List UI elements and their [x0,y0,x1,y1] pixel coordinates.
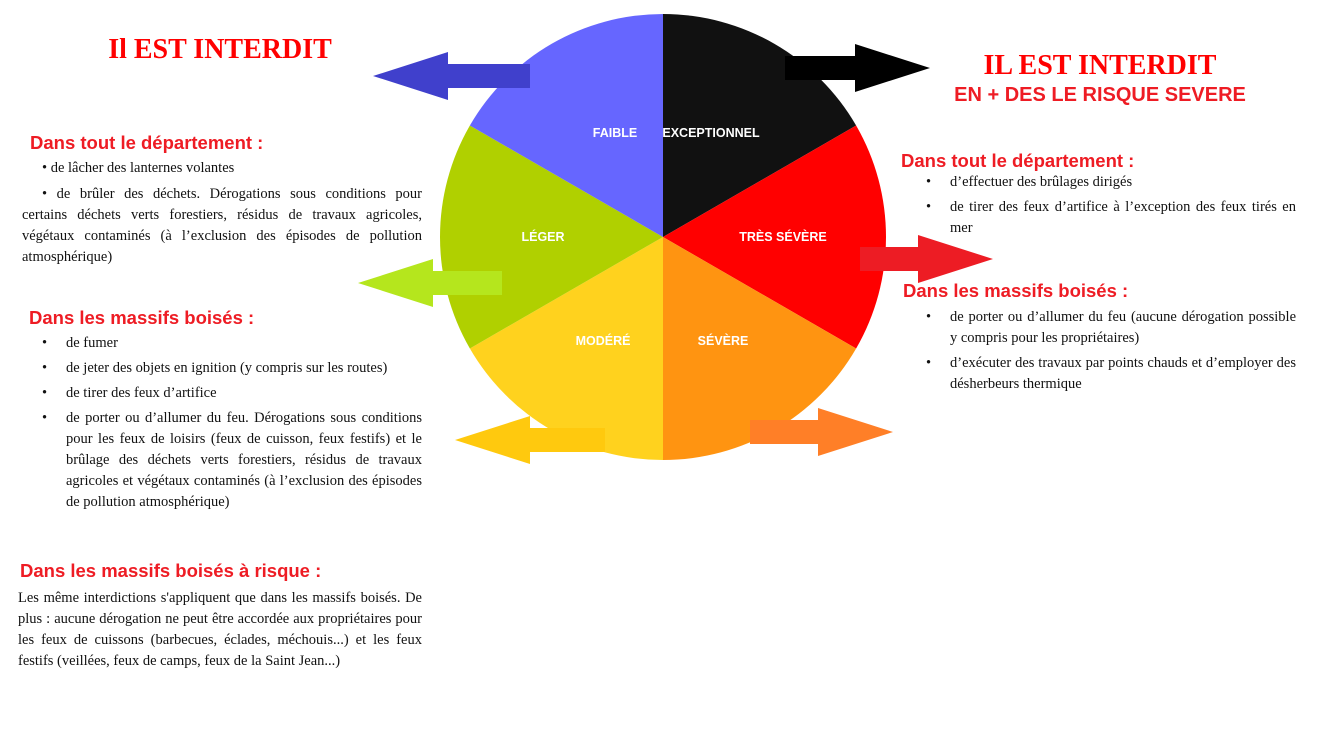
slice-label: LÉGER [521,229,564,244]
slice-1 [663,125,886,349]
slice-3 [469,237,663,460]
left-s3-text: Les même interdictions s'appliquent que … [18,590,422,669]
slice-2 [663,237,857,460]
left-s1-item-1: • de lâcher des lanternes volantes [42,160,235,176]
list-item: d’effectuer des brûlages dirigés [926,172,1296,193]
arrow-icon [750,408,893,456]
slice-label: TRÈS SÉVÈRE [739,229,827,244]
left-section-1-heading: Dans tout le département : [30,132,264,153]
slice-label: SÉVÈRE [698,333,749,348]
left-s1-item-2: • de brûler des déchets. Dérogations sou… [22,186,423,265]
list-item: de jeter des objets en ignition (y compr… [42,358,422,379]
list-item: de porter ou d’allumer du feu. Dérogatio… [42,408,422,513]
right-title: IL EST INTERDIT [983,50,1217,81]
arrow-icon [455,416,605,464]
slice-label: FAIBLE [593,126,637,140]
list-item: de tirer des feux d’artifice [42,383,422,404]
right-subtitle: EN + DES LE RISQUE SEVERE [954,84,1246,106]
left-section-2-heading: Dans les massifs boisés : [29,307,255,328]
slice-label: MODÉRÉ [576,333,631,348]
right-s1-list: d’effectuer des brûlages dirigés de tire… [926,172,1296,243]
list-item: de fumer [42,333,422,354]
left-section-3-heading: Dans les massifs boisés à risque : [20,560,322,581]
left-title: Il EST INTERDIT [108,34,332,65]
right-section-2-heading: Dans les massifs boisés : [903,280,1129,301]
list-item: de porter ou d’allumer du feu (aucune dé… [926,307,1296,349]
arrow-icon [358,259,502,307]
list-item: de tirer des feux d’artifice à l’excepti… [926,197,1296,239]
arrow-icon [373,52,530,100]
right-section-1-heading: Dans tout le département : [901,150,1135,171]
right-s2-list: de porter ou d’allumer du feu (aucune dé… [926,307,1296,399]
list-item: d’exécuter des travaux par points chauds… [926,353,1296,395]
arrow-icon [785,44,930,92]
arrow-icon [860,235,993,283]
slice-label: EXCEPTIONNEL [662,126,760,140]
left-s2-list: de fumer de jeter des objets en ignition… [42,333,422,517]
